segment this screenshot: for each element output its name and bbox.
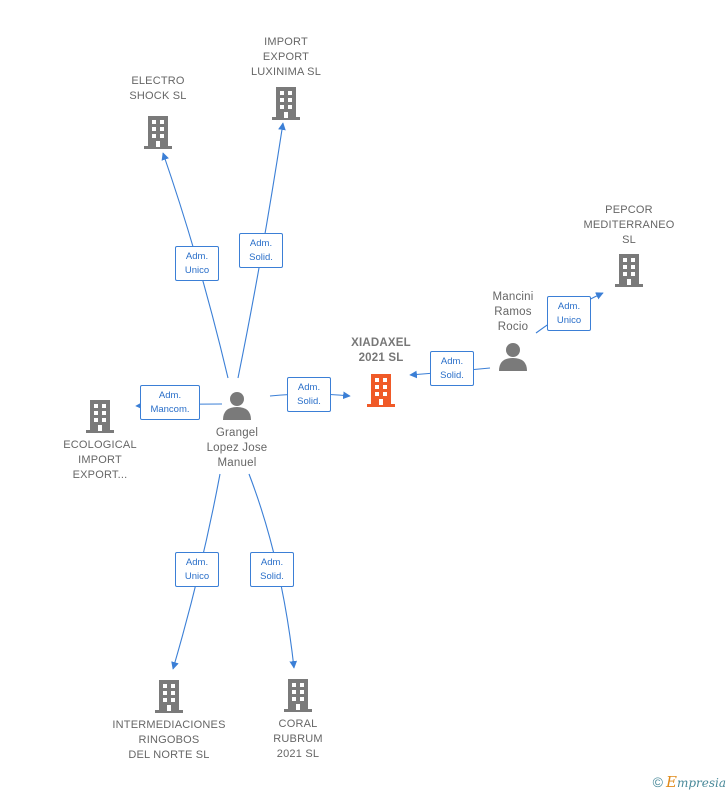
- person-icon: [193, 390, 281, 420]
- building-icon: [103, 678, 235, 714]
- relation-badge-intermediaciones[interactable]: Adm. Unico: [175, 552, 219, 587]
- building-icon: [231, 85, 341, 121]
- relation-badge-xiadaxel-grangel[interactable]: Adm. Solid.: [287, 377, 331, 412]
- node-grangel-lopez-jose-manuel[interactable]: Grangel Lopez Jose Manuel: [193, 390, 281, 471]
- brand-name: mpresia: [676, 776, 726, 790]
- brand-logo[interactable]: Empresia: [665, 773, 726, 791]
- building-icon: [573, 252, 685, 288]
- relation-badge-electro[interactable]: Adm. Unico: [175, 246, 219, 281]
- relation-badge-ecological[interactable]: Adm. Mancom.: [140, 385, 200, 420]
- node-label: INTERMEDIACIONES RINGOBOS DEL NORTE SL: [112, 719, 226, 761]
- node-coral-rubrum[interactable]: CORAL RUBRUM 2021 SL: [258, 677, 338, 762]
- relation-badge-luxinima[interactable]: Adm. Solid.: [239, 233, 283, 268]
- copyright-icon: ©: [652, 774, 663, 790]
- building-icon: [108, 114, 208, 150]
- node-label: IMPORT EXPORT LUXINIMA SL: [250, 36, 322, 78]
- node-xiadaxel[interactable]: XIADAXEL 2021 SL: [335, 336, 427, 408]
- node-label: Grangel Lopez Jose Manuel: [206, 427, 268, 469]
- node-intermediaciones-ringobos[interactable]: INTERMEDIACIONES RINGOBOS DEL NORTE SL: [103, 678, 235, 763]
- relation-badge-pepcor[interactable]: Adm. Unico: [547, 296, 591, 331]
- node-label: CORAL RUBRUM 2021 SL: [273, 718, 323, 760]
- copyright-footer: ©Empresia: [653, 773, 726, 791]
- building-icon: [258, 677, 338, 713]
- node-label: PEPCOR MEDITERRANEO SL: [583, 204, 675, 246]
- person-icon: [477, 341, 549, 371]
- relation-badge-xiadaxel-mancini[interactable]: Adm. Solid.: [430, 351, 474, 386]
- relation-badge-coral[interactable]: Adm. Solid.: [250, 552, 294, 587]
- node-label: ELECTRO SHOCK SL: [129, 75, 187, 102]
- brand-initial: E: [665, 773, 677, 791]
- node-ecological-import-export[interactable]: ECOLOGICAL IMPORT EXPORT...: [50, 398, 150, 483]
- node-label: XIADAXEL 2021 SL: [351, 337, 411, 364]
- node-mancini-ramos-rocio[interactable]: Mancini Ramos Rocio: [477, 290, 549, 371]
- node-electro-shock[interactable]: ELECTRO SHOCK SL: [108, 74, 208, 150]
- building-icon: [335, 372, 427, 408]
- node-pepcor-mediterraneo[interactable]: PEPCOR MEDITERRANEO SL: [573, 203, 685, 288]
- node-label: Mancini Ramos Rocio: [492, 291, 534, 333]
- building-icon: [50, 398, 150, 434]
- node-label: ECOLOGICAL IMPORT EXPORT...: [63, 439, 137, 481]
- node-import-export-luxinima[interactable]: IMPORT EXPORT LUXINIMA SL: [231, 35, 341, 121]
